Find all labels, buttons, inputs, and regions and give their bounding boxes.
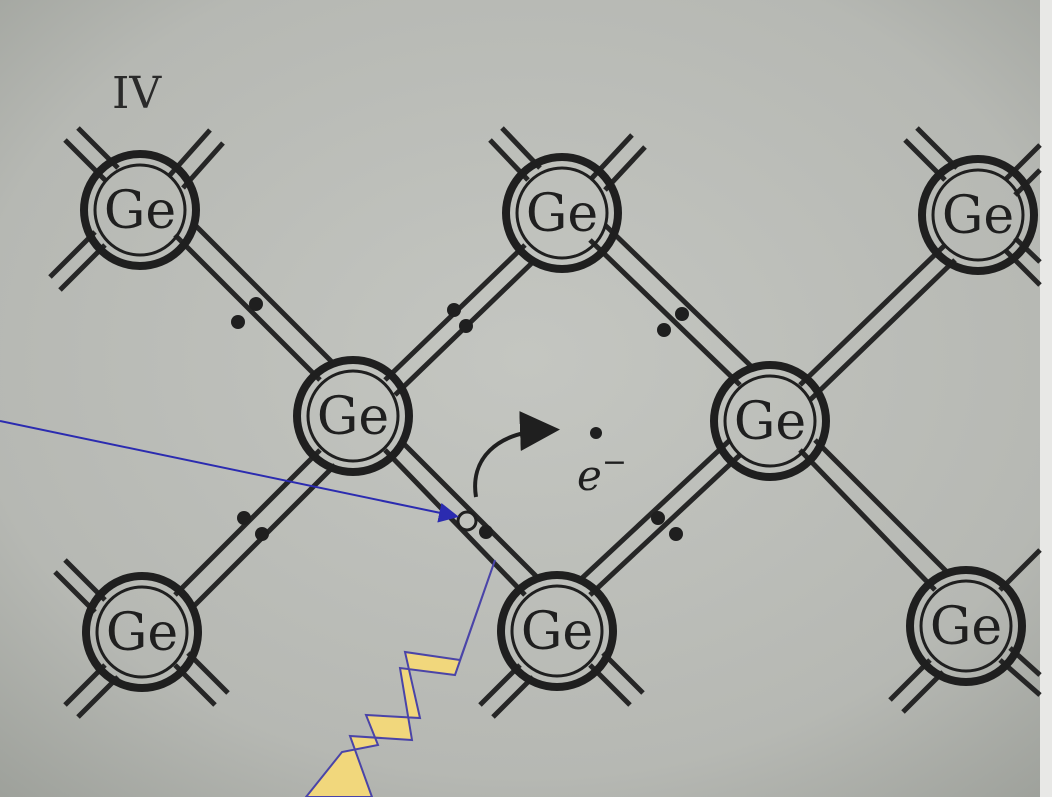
atom-bottom-right: Ge [906,566,1026,686]
hole-marker [456,510,478,532]
curved-arrow-icon [473,411,560,498]
atom-center-left: Ge [293,356,413,476]
lightning-bolt-icon [304,559,496,797]
pointer-line [0,420,459,523]
svg-text:Ge: Ge [930,597,1002,657]
svg-text:Ge: Ge [104,181,176,241]
atom-top-right: Ge [918,155,1038,275]
svg-text:Ge: Ge [734,392,806,452]
atom-bottom-middle: Ge [497,571,617,691]
svg-text:Ge: Ge [526,184,598,244]
atom-top-left: Ge [80,150,200,270]
svg-text:Ge: Ge [317,387,389,447]
atom-top-middle: Ge [502,153,622,273]
svg-text:Ge: Ge [521,602,593,662]
bond-electrons [231,297,689,541]
electron-label: e− [577,445,627,500]
atoms: Ge Ge Ge Ge Ge [80,150,1038,692]
paper-right-edge [1040,0,1052,797]
atom-center-right: Ge [710,361,830,481]
free-electron-dot [590,427,602,439]
corner-label: IV [112,68,162,119]
svg-text:Ge: Ge [106,603,178,663]
svg-text:Ge: Ge [942,186,1014,246]
atom-bottom-left: Ge [82,572,202,692]
